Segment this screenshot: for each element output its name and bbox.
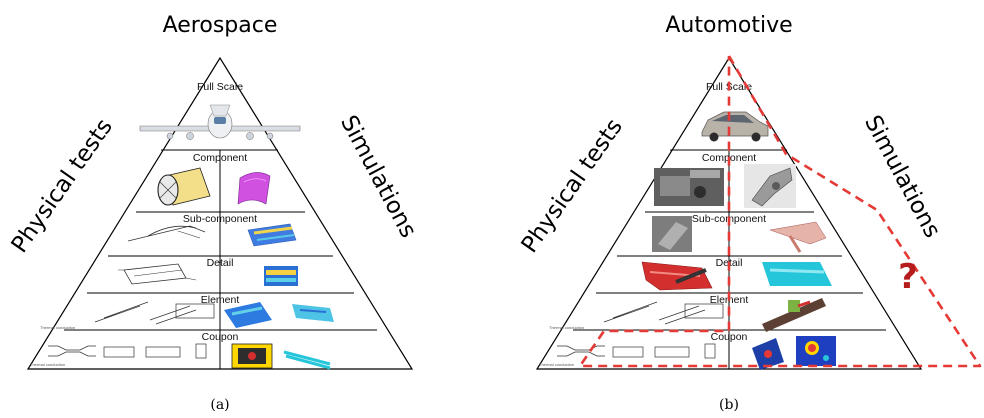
coupon-sim-icon bbox=[752, 336, 836, 370]
crash-test-photo-icon bbox=[654, 168, 724, 206]
panel-title: Aerospace bbox=[163, 13, 278, 38]
coupon-sim-icon bbox=[231, 343, 331, 370]
question-mark: ? bbox=[898, 257, 918, 297]
tier-label-component: Component bbox=[193, 152, 247, 164]
stiffened-panel-sim-icon bbox=[247, 223, 297, 247]
fuselage-barrel-icon bbox=[157, 167, 211, 206]
fine-print-label: Thermal conduction bbox=[40, 325, 75, 330]
detail-red-part-icon bbox=[641, 261, 713, 291]
detail-cyan-sim-icon bbox=[762, 262, 832, 286]
element-sketch-icon bbox=[603, 301, 724, 325]
tier-label-full-scale: Full Scale bbox=[197, 81, 243, 93]
stiffened-panel-sketch-icon bbox=[127, 225, 206, 242]
element-sim-icon bbox=[224, 302, 334, 328]
tier-label-coupon: Coupon bbox=[202, 331, 239, 343]
aerospace-panel: Aerospace Physical tests Simulations Ful… bbox=[7, 13, 422, 413]
physical-tests-label: Physical tests bbox=[7, 114, 118, 258]
simulations-label: Simulations bbox=[335, 111, 421, 242]
tier-label-element: Element bbox=[201, 294, 240, 306]
curved-panel-sim-icon bbox=[237, 172, 271, 205]
airplane-icon bbox=[139, 104, 301, 140]
physical-tests-label: Physical tests bbox=[517, 114, 628, 258]
fine-print-label: Thermal conduction bbox=[30, 362, 65, 367]
fine-print-label: Thermal conduction bbox=[539, 362, 574, 367]
automotive-panel: Automotive Physical tests Simulations Fu… bbox=[517, 13, 982, 413]
joint-detail-sketch-icon bbox=[118, 263, 197, 285]
element-sketch-icon bbox=[94, 301, 215, 325]
coupon-sketch-icon bbox=[48, 343, 207, 359]
car-icon bbox=[701, 111, 769, 142]
tier-label-detail: Detail bbox=[207, 257, 234, 269]
sub-component-photo-icon bbox=[652, 216, 692, 252]
simulations-label: Simulations bbox=[859, 111, 945, 242]
element-sim-icon bbox=[762, 298, 826, 332]
panel-title: Automotive bbox=[665, 13, 792, 38]
coupon-sketch-icon bbox=[557, 343, 716, 359]
tier-label-sub-component: Sub-component bbox=[183, 213, 257, 225]
bracket-part-icon bbox=[744, 164, 796, 208]
tier-label-coupon: Coupon bbox=[711, 331, 748, 343]
joint-detail-sim-icon bbox=[264, 266, 298, 286]
sub-component-sim-icon bbox=[769, 221, 827, 253]
fine-print-label: Thermal conduction bbox=[549, 325, 584, 330]
gap-highlight-outline bbox=[578, 55, 982, 368]
panel-caption: (b) bbox=[719, 397, 739, 413]
panel-caption: (a) bbox=[210, 397, 229, 413]
